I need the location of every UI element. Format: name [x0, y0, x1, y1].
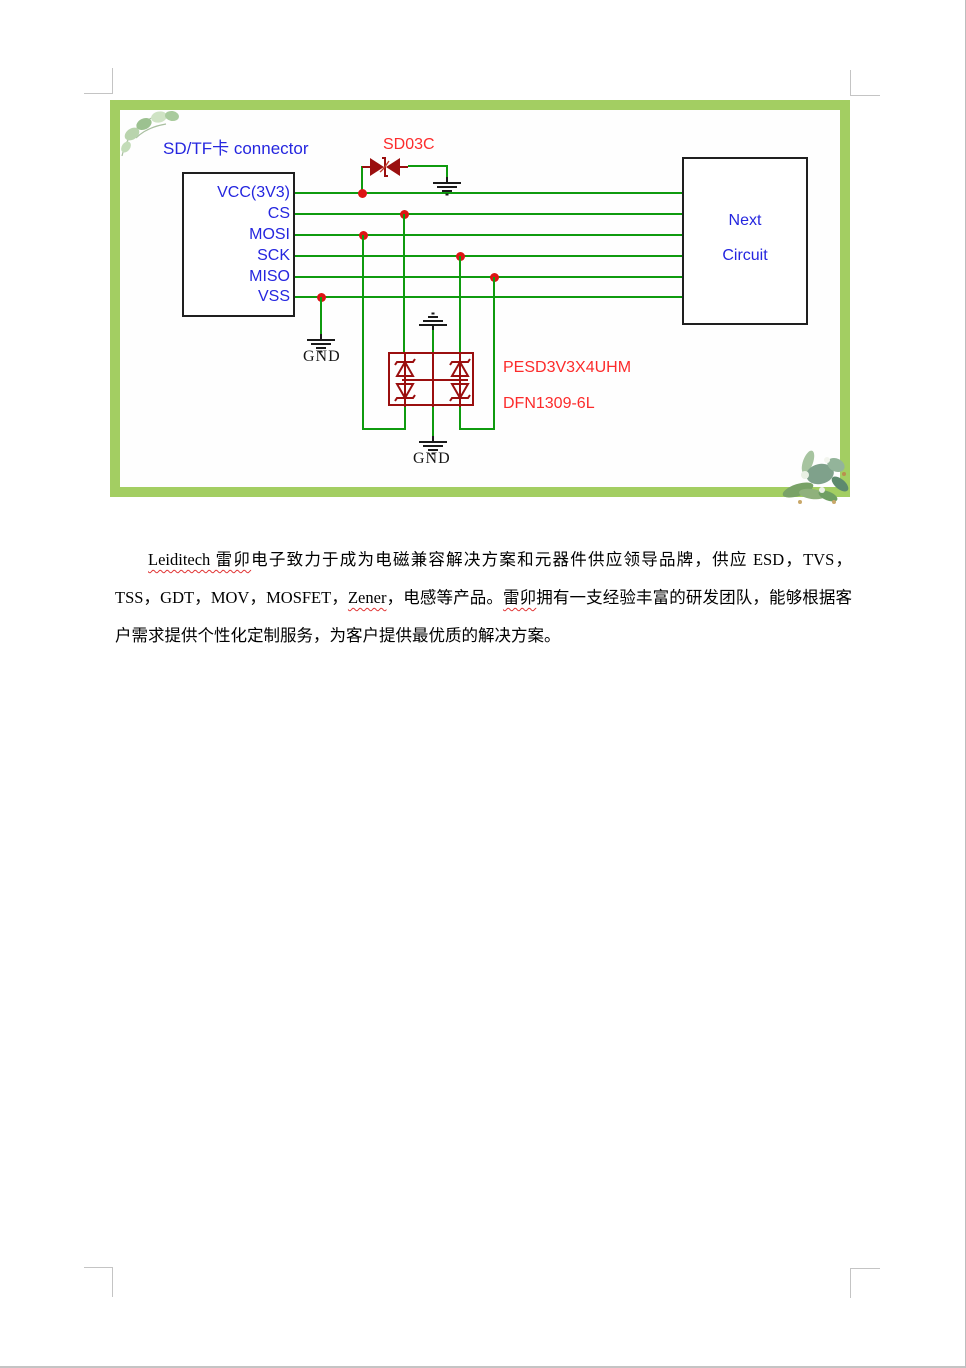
pin-label-sck: SCK — [257, 247, 290, 264]
paragraph-text-run: 电子致力于成为电磁兼容解决方案和元器件供应领导品牌，供应 ESD，TVS，TSS… — [115, 550, 852, 607]
wire-miso-down — [493, 277, 495, 430]
ground-icon — [433, 177, 461, 196]
sd-tf-connector-box — [182, 172, 295, 317]
next-circuit-label: Circuit — [722, 247, 768, 264]
wire-miso — [295, 276, 682, 278]
spellcheck-flagged-text: Leiditech 雷卯 — [148, 550, 252, 569]
wire-miso-jog — [459, 428, 495, 430]
ground-icon — [419, 436, 447, 455]
wire-cs-down — [403, 214, 405, 353]
junction-dot — [358, 189, 367, 198]
crop-mark-bottom-right — [850, 1268, 880, 1269]
wire-esd-bottom-right-pin — [459, 407, 461, 430]
crop-mark-bottom-right — [850, 1268, 851, 1298]
spellcheck-flagged-text: 雷卯 — [502, 588, 537, 607]
wire-mosi-jog — [362, 428, 406, 430]
wire-sck-down — [459, 256, 461, 353]
esd-array-icon — [388, 352, 474, 407]
wire-mosi-down — [362, 235, 364, 430]
tvs-diode-icon — [362, 157, 408, 177]
gnd-label: GND — [413, 450, 451, 467]
wire-esd-bottom-left-pin — [404, 407, 406, 430]
wire-top-ground-to-esd — [432, 330, 434, 353]
wire-vss — [295, 296, 682, 298]
pin-label-mosi: MOSI — [249, 226, 290, 243]
next-circuit-box: Next Circuit — [682, 157, 808, 325]
schematic-title: SD/TF卡 connector — [163, 139, 309, 158]
paragraph-text-run: ，电感等产品。 — [386, 588, 503, 607]
pin-label-miso: MISO — [249, 268, 290, 285]
pin-label-cs: CS — [267, 205, 290, 222]
wire-vcc — [295, 192, 682, 194]
crop-mark-top-left — [112, 68, 113, 94]
pin-label-vss: VSS — [257, 288, 290, 305]
wire-mosi — [295, 234, 682, 236]
wire-tvs-ground-drop — [446, 166, 448, 178]
ground-icon — [307, 334, 335, 353]
leaf-decoration-icon — [782, 450, 849, 504]
crop-mark-top-right — [850, 70, 851, 96]
paragraph-text-run: 拥有一支经验丰富的研发团队，能够根据客户需求提供个性化定制服务，为客户提供最优质… — [115, 588, 853, 645]
wire-esd-to-bottom-ground — [432, 407, 434, 437]
crop-mark-top-left — [84, 93, 113, 94]
esd-array-part-label: PESD3V3X4UHM — [503, 359, 632, 376]
body-paragraph: Leiditech 雷卯电子致力于成为电磁兼容解决方案和元器件供应领导品牌，供应… — [115, 541, 852, 655]
leaf-decoration-icon — [121, 110, 179, 157]
wire-tvs-to-ground — [408, 165, 448, 167]
wire-vss-to-ground — [320, 297, 322, 335]
tvs-diode-label: SD03C — [383, 136, 435, 153]
crop-mark-bottom-left — [84, 1267, 113, 1268]
wire-sck — [295, 255, 682, 257]
crop-mark-top-right — [850, 95, 880, 96]
crop-mark-bottom-left — [112, 1267, 113, 1297]
gnd-label: GND — [303, 348, 341, 365]
ground-icon — [419, 312, 447, 331]
pin-label-vcc: VCC(3V3) — [217, 184, 290, 201]
next-circuit-label: Next — [728, 212, 762, 229]
spellcheck-flagged-text: Zener — [347, 588, 387, 607]
esd-array-package-label: DFN1309-6L — [503, 395, 595, 412]
wire-vcc-to-tvs — [361, 166, 363, 194]
wire-cs — [295, 213, 682, 215]
